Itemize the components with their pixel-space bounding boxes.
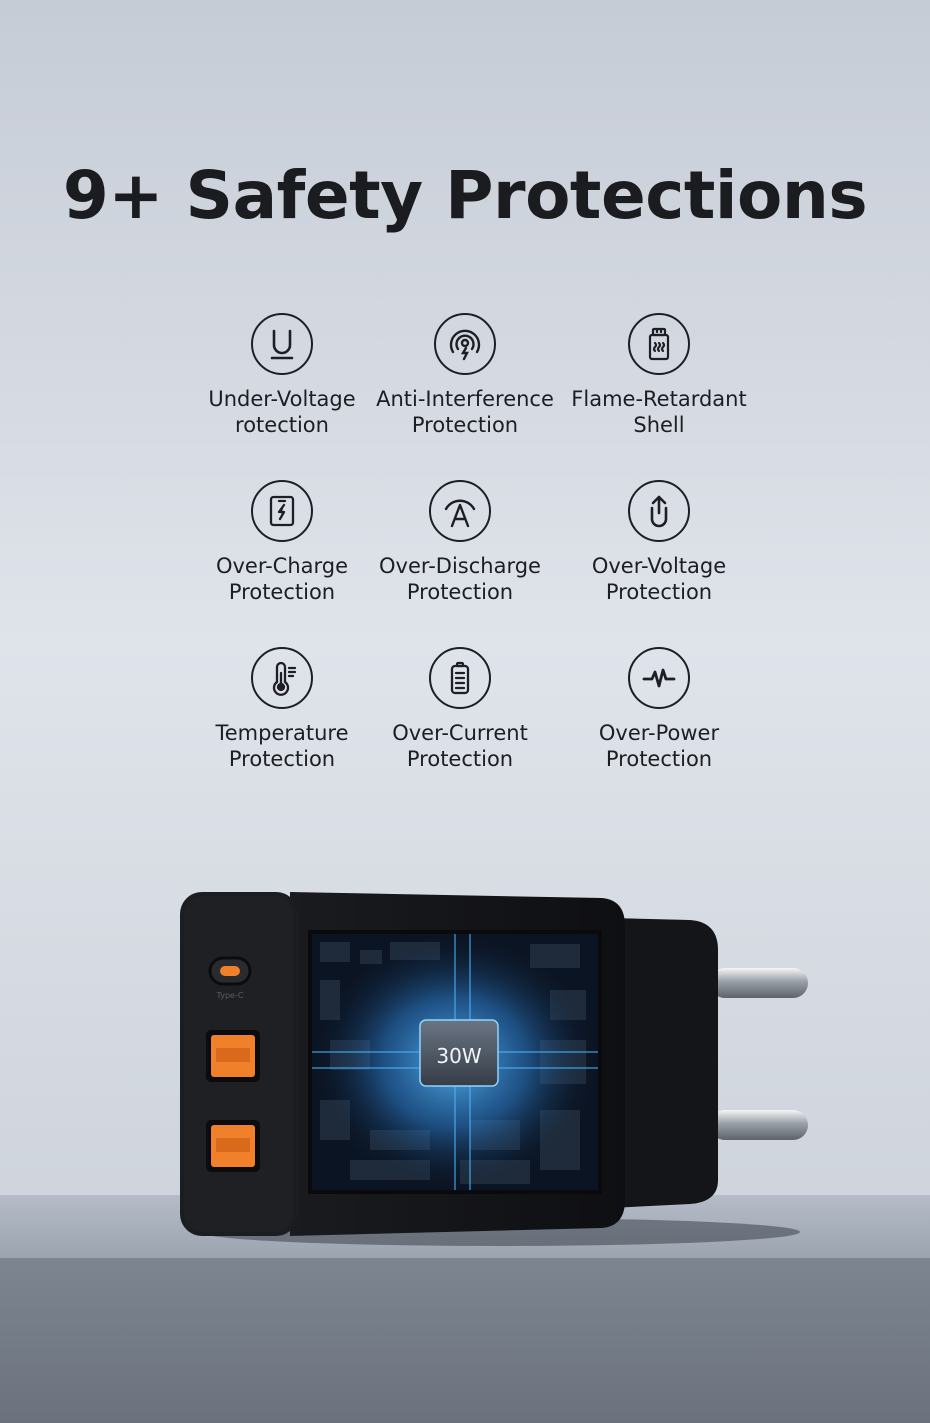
over-charge-icon: [251, 480, 313, 542]
charger-image: Type-C 30W: [170, 880, 830, 1250]
under-voltage-icon: [251, 313, 313, 375]
over-voltage-icon: [628, 480, 690, 542]
chip-label: 30W: [436, 1044, 481, 1068]
page-title: 9+ Safety Protections: [62, 157, 868, 234]
port-c-label: Type-C: [216, 991, 244, 1000]
flame-retardant-icon: [628, 313, 690, 375]
floor-edge: [0, 1258, 930, 1423]
over-current-icon: [429, 647, 491, 709]
temperature-icon: [251, 647, 313, 709]
charger-illustration: Type-C 30W: [180, 892, 808, 1246]
over-discharge-icon: [429, 480, 491, 542]
over-power-icon: [628, 647, 690, 709]
anti-interference-icon: [434, 313, 496, 375]
